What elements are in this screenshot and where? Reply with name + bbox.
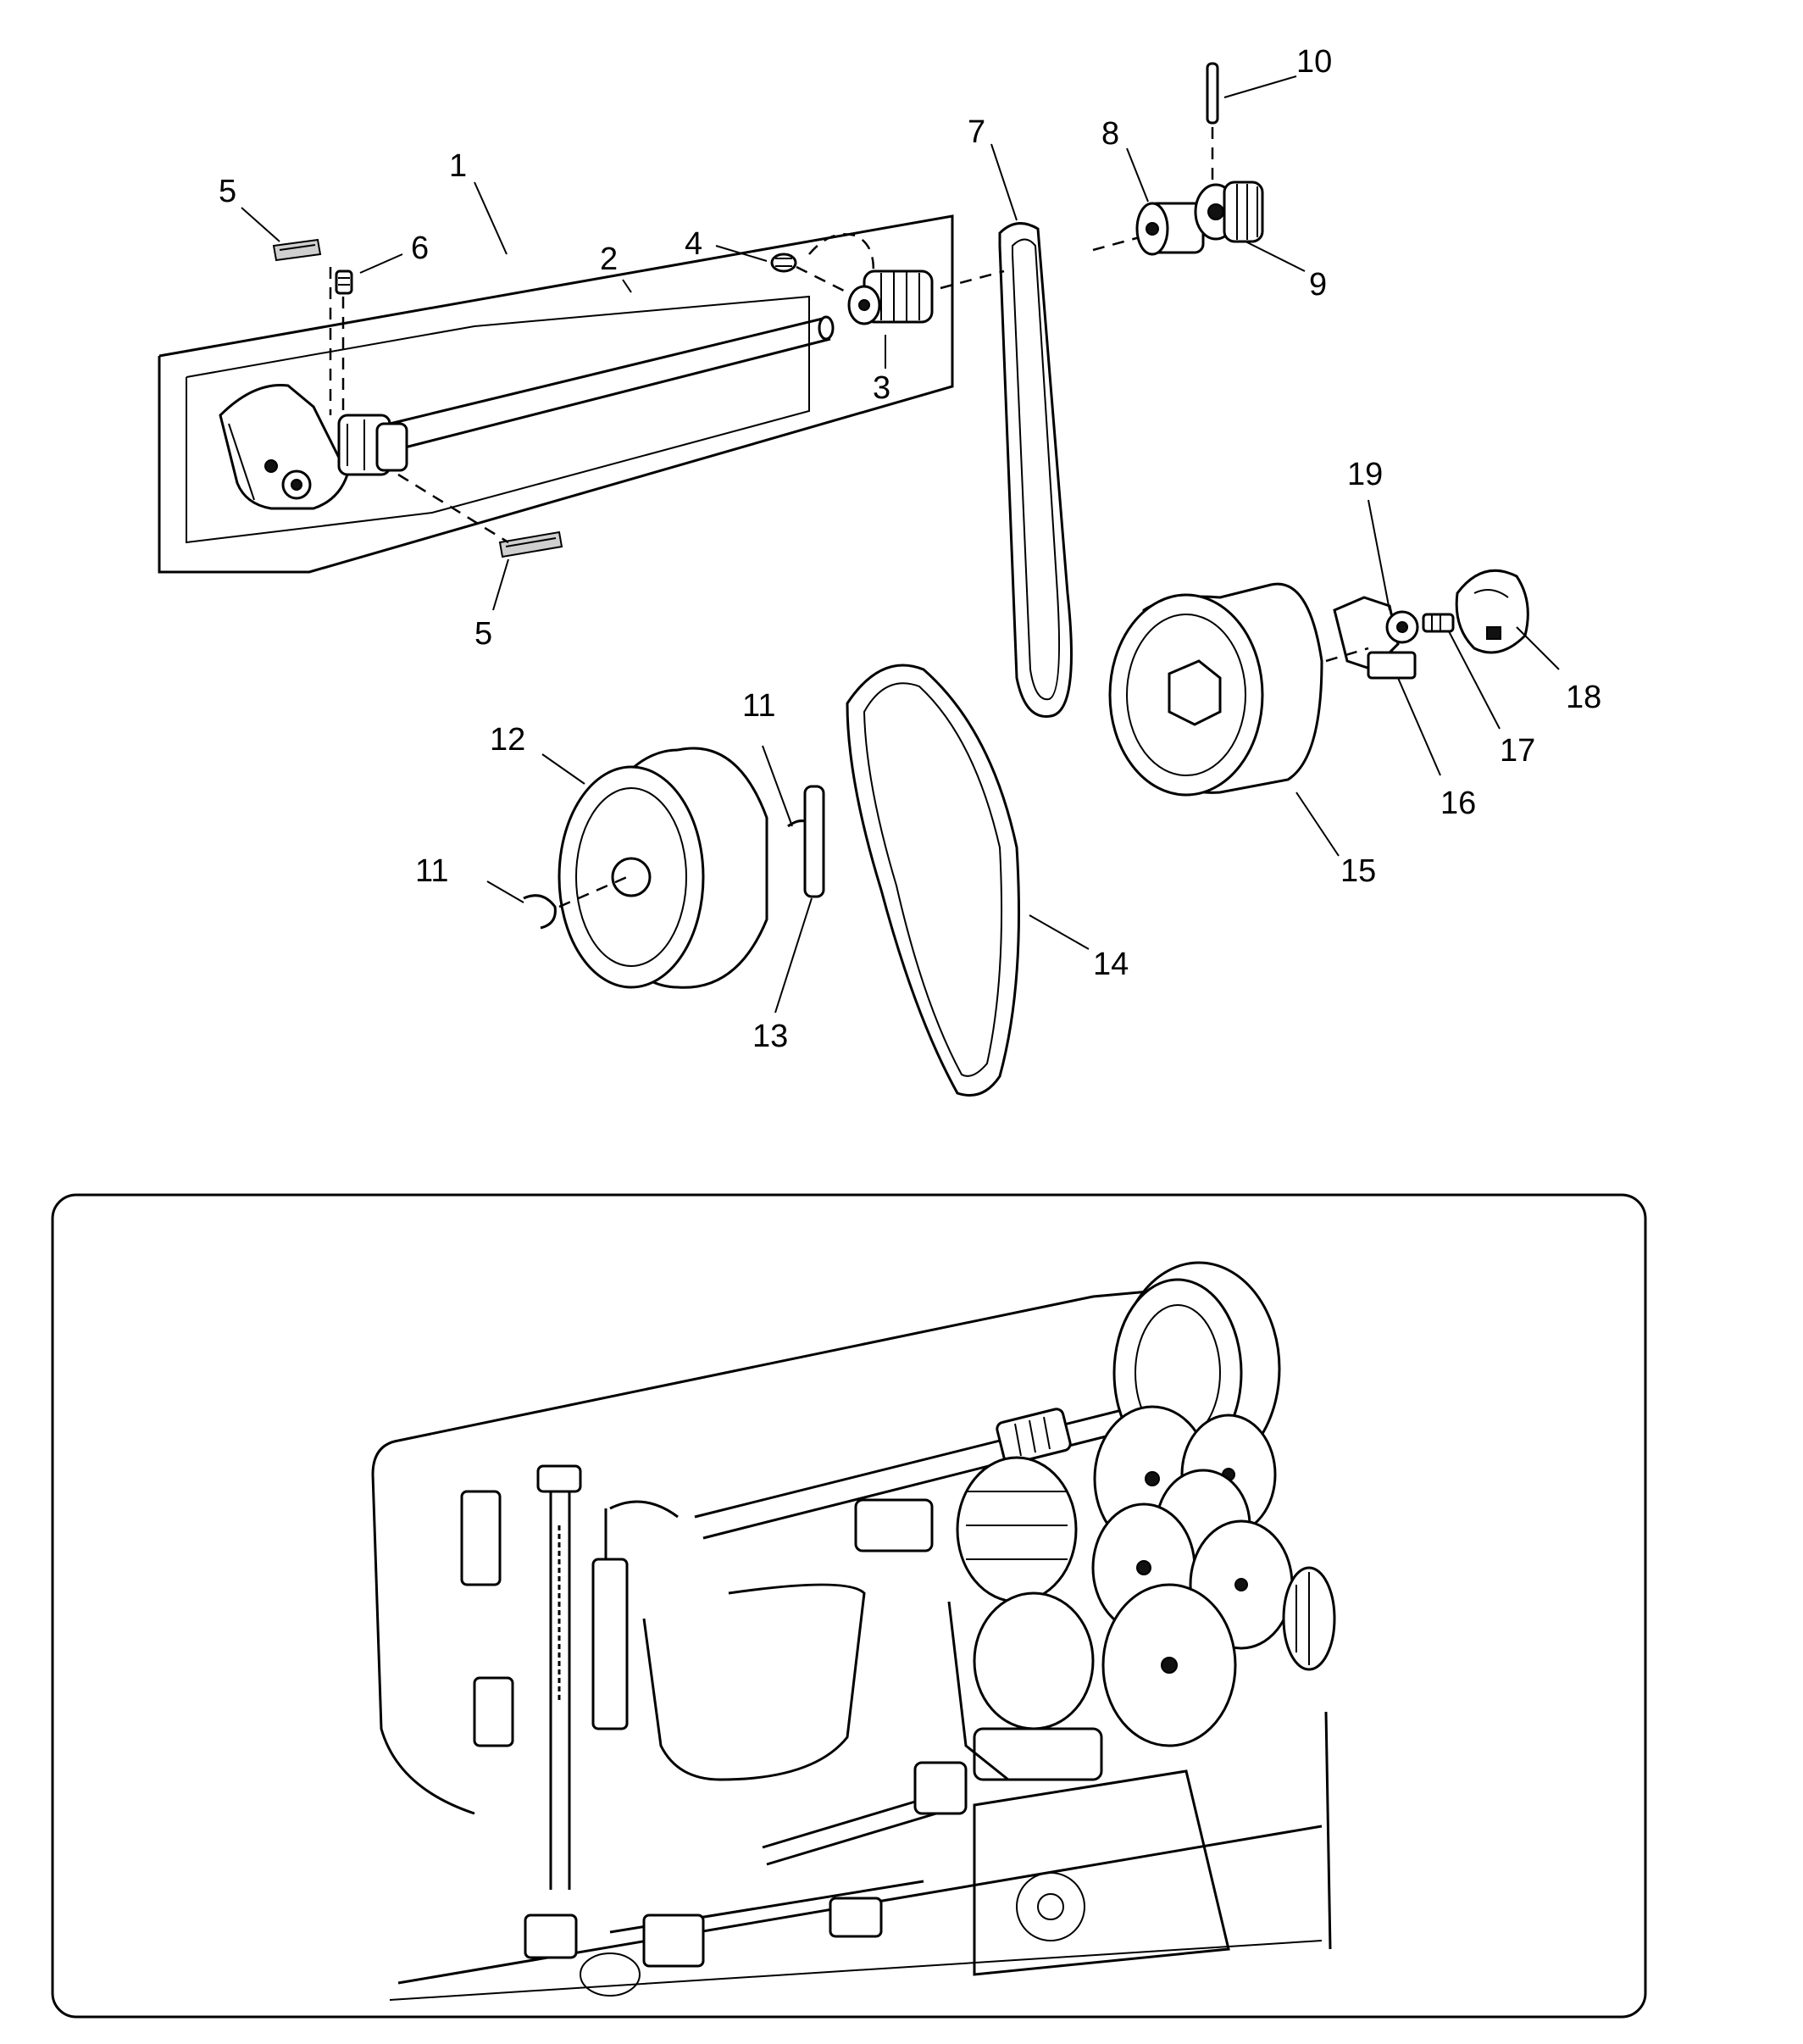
callout-4: 4 (685, 226, 702, 262)
base-mechanism (580, 1880, 924, 1997)
part-13-pin (803, 785, 825, 898)
part-17-screw (1422, 613, 1455, 633)
callout-10: 10 (1296, 44, 1332, 80)
part-4-screw (770, 253, 797, 273)
callout-11-left: 11 (415, 853, 448, 889)
callout-8: 8 (1101, 116, 1119, 152)
dash-loop-4 (808, 233, 875, 280)
dash-line-8 (1092, 236, 1140, 252)
drive-gears (956, 1456, 1103, 1781)
callout-13: 13 (752, 1019, 788, 1054)
callout-5-top: 5 (219, 174, 236, 209)
machine-overview-inset (51, 1193, 1647, 2019)
part-11-retaining-ring-left (523, 894, 557, 930)
stitch-cam-discs (1091, 1405, 1294, 1747)
motor (973, 1769, 1230, 1976)
callout-19: 19 (1347, 457, 1383, 492)
part-16-bracket (1333, 596, 1417, 680)
callout-16: 16 (1440, 786, 1476, 821)
part-15-toothed-pulley (1108, 582, 1323, 797)
callout-leaders (241, 75, 1560, 1014)
part-5-key-top (272, 238, 322, 262)
part-10-pin (1206, 62, 1219, 125)
callout-6: 6 (411, 231, 429, 266)
part-6-set-screw (335, 269, 353, 295)
callout-2: 2 (600, 242, 618, 277)
crank-assembly (219, 383, 408, 510)
part-2-shaft (389, 315, 835, 451)
callout-15: 15 (1340, 853, 1376, 889)
callout-17: 17 (1500, 733, 1535, 769)
part-14-timing-belt (846, 664, 1020, 1097)
dash-line-16 (1325, 647, 1369, 663)
part-9-gear (1194, 181, 1264, 243)
callout-5-bottom: 5 (474, 616, 492, 652)
part-1-assembly-outline (158, 214, 954, 574)
callout-14: 14 (1093, 947, 1129, 982)
callout-7: 7 (968, 114, 985, 150)
callout-18: 18 (1566, 680, 1601, 715)
dash-line-11 (558, 875, 628, 908)
dash-line-belt-7 (940, 269, 1005, 290)
callout-1: 1 (449, 148, 467, 184)
part-7-timing-belt (998, 222, 1073, 718)
dash-line-key-bottom (397, 473, 509, 544)
needle-bar-assembly (460, 1464, 679, 1959)
shuttle-mechanism (762, 1498, 1009, 1866)
callout-3: 3 (873, 370, 890, 406)
part-19-washer (1385, 610, 1419, 644)
callout-11-right: 11 (742, 688, 775, 724)
dash-line-screw-4 (796, 265, 848, 294)
part-5-key-bottom (498, 530, 563, 558)
callout-12: 12 (490, 722, 525, 758)
part-3-worm-gear (847, 269, 934, 325)
callout-labels: 1 2 3 4 5 5 6 7 8 9 10 11 11 12 13 14 15… (219, 44, 1601, 1054)
callout-9: 9 (1309, 267, 1327, 303)
part-18-cover (1455, 569, 1529, 654)
part-8-bushing (1135, 202, 1205, 256)
part-12-motor-pulley (558, 747, 768, 989)
